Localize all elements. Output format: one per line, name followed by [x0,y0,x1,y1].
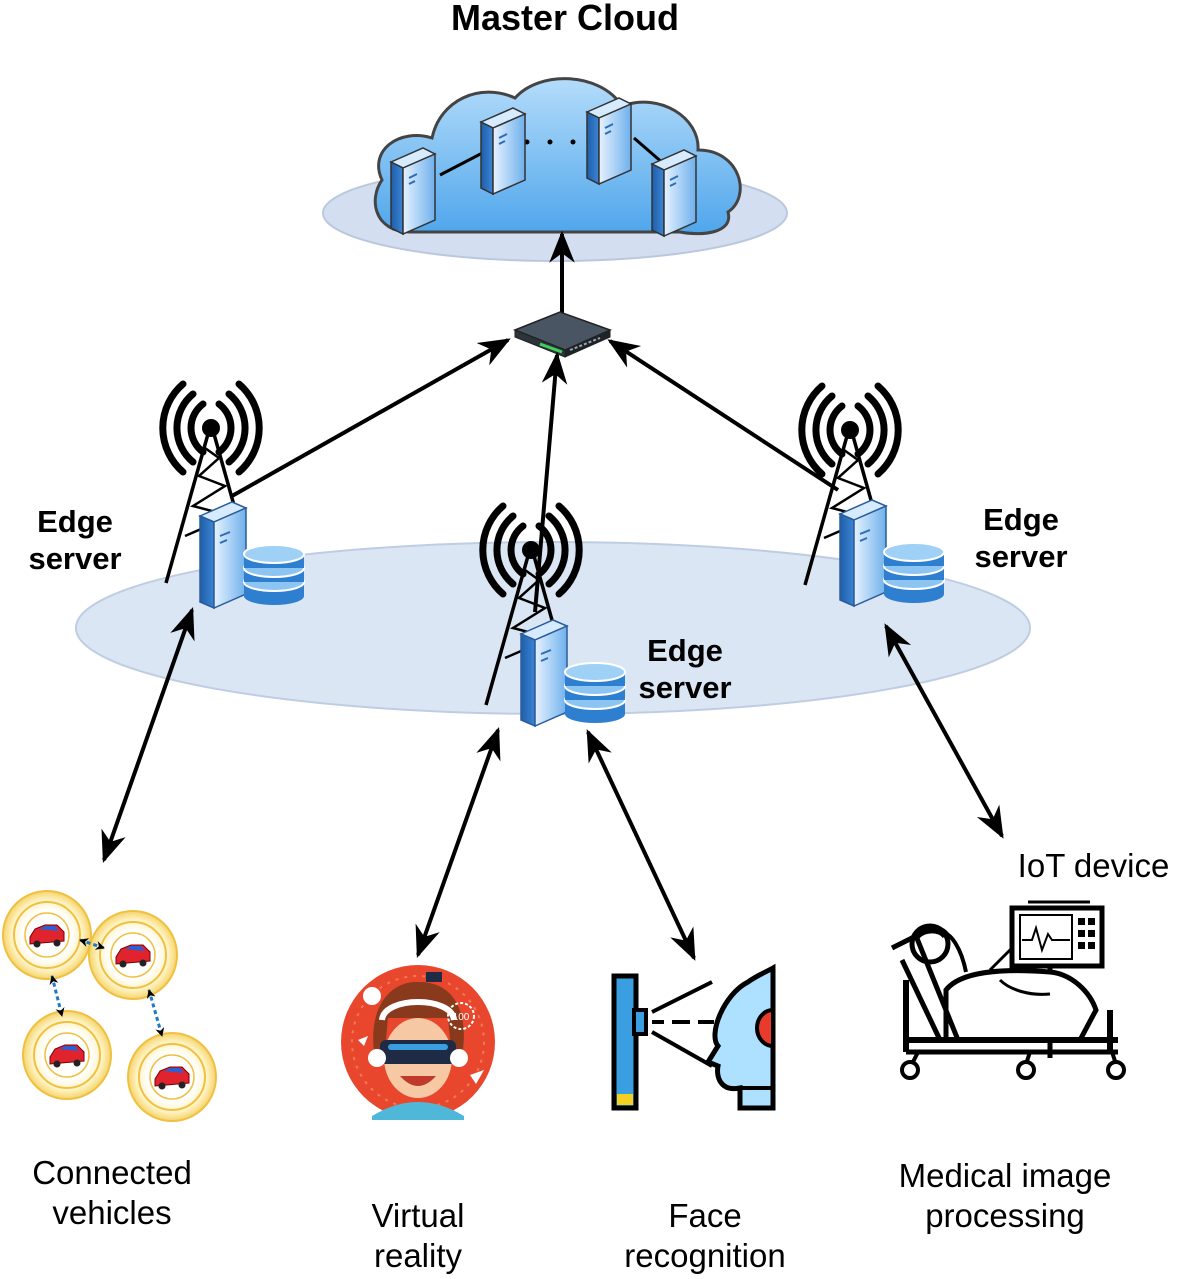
cloud-server-icon [480,107,526,195]
edge-server-icon [839,499,945,607]
edge-server-icon [199,501,305,609]
cloud-server-icon [390,147,436,235]
network-switch-icon [512,311,613,358]
connected-vehicles-icon [2,890,217,1122]
master-cloud [322,77,788,262]
app-links [101,606,1004,961]
virtual-reality-icon: 100 [341,965,495,1120]
cloud-server-icon [586,97,632,185]
iot-device-label: IoT device [1017,847,1170,884]
medical-bed-icon [890,900,1126,1080]
diagram-title: Master Cloud [450,0,680,38]
vr-score-badge: 100 [453,1012,470,1023]
face-recognition-icon [611,963,776,1111]
cloud-server-icon [651,149,697,237]
